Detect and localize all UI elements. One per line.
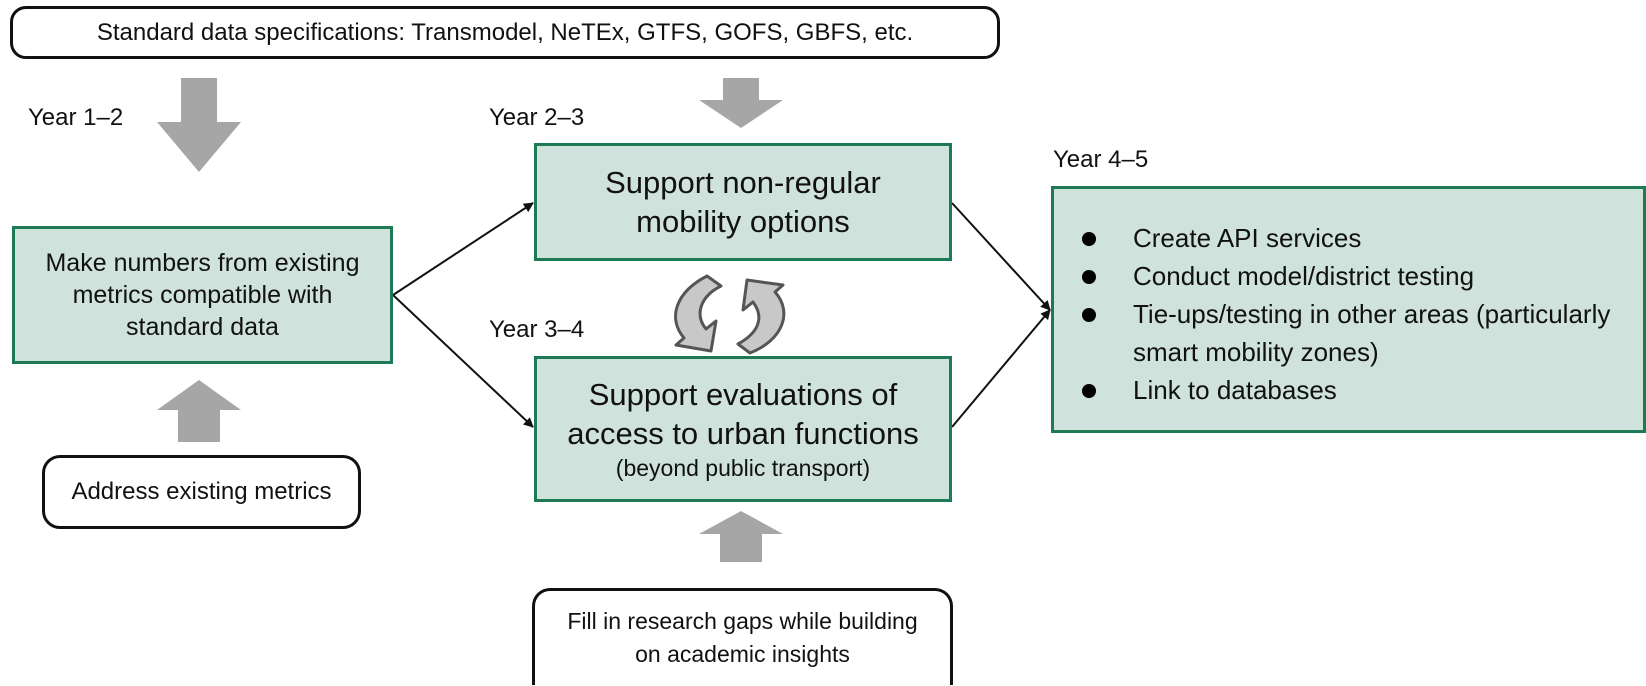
step1-compatible-metrics-box: Make numbers from existing metrics compa… [12, 226, 393, 364]
year-3-4-label: Year 3–4 [489, 316, 585, 343]
bullet-dot [1082, 270, 1096, 284]
list-item: Tie-ups/testing in other areas (particul… [1076, 295, 1610, 371]
year-2-3-label: Year 2–3 [489, 104, 585, 131]
standard-data-specs-text: Standard data specifications: Transmodel… [96, 18, 914, 46]
step2-non-regular-mobility-box: Support non-regular mobility options [534, 143, 952, 261]
step1-line1: Make numbers from existing [45, 249, 360, 277]
list-item: Link to databases [1076, 371, 1610, 409]
connector-step2-to-step4 [951, 202, 1051, 311]
step3-access-evaluation-box: Support evaluations of access to urban f… [534, 356, 952, 502]
bullet-dot [1082, 308, 1096, 322]
list-item: Create API services [1076, 219, 1610, 257]
step3-subtitle: (beyond public transport) [615, 455, 871, 481]
step3-line1: Support evaluations of [588, 377, 898, 412]
down-arrow-year1 [157, 78, 241, 172]
address-existing-metrics-box: Address existing metrics [42, 455, 361, 529]
bullet-dot [1082, 384, 1096, 398]
bullet-dot [1082, 232, 1096, 246]
year-4-5-label: Year 4–5 [1053, 146, 1149, 173]
connector-step3-to-step4 [951, 309, 1051, 428]
cycle-arrows-icon [674, 274, 786, 355]
up-arrow-center [699, 511, 783, 562]
step1-line2: metrics compatible with [72, 281, 333, 309]
research-gaps-line1: Fill in research gaps while building [567, 608, 918, 634]
step1-line3: standard data [126, 313, 279, 341]
step2-line2: mobility options [636, 204, 850, 239]
year-1-2-label: Year 1–2 [28, 104, 124, 131]
list-item: Conduct model/district testing [1076, 257, 1610, 295]
research-gaps-line2: on academic insights [635, 641, 850, 667]
connector-step1-to-step3 [392, 294, 534, 428]
research-gaps-box: Fill in research gaps while building on … [532, 588, 953, 685]
down-arrow-year2 [699, 78, 783, 128]
address-existing-metrics-text: Address existing metrics [71, 478, 332, 505]
connector-step1-to-step2 [392, 202, 534, 296]
step2-line1: Support non-regular [605, 165, 881, 200]
step3-line2: access to urban functions [567, 416, 919, 451]
step4-outcomes-box: Create API services Conduct model/distri… [1051, 186, 1646, 433]
up-arrow-left [157, 380, 241, 442]
standard-data-specs-box: Standard data specifications: Transmodel… [10, 6, 1000, 59]
outcomes-list: Create API services Conduct model/distri… [1076, 219, 1610, 409]
